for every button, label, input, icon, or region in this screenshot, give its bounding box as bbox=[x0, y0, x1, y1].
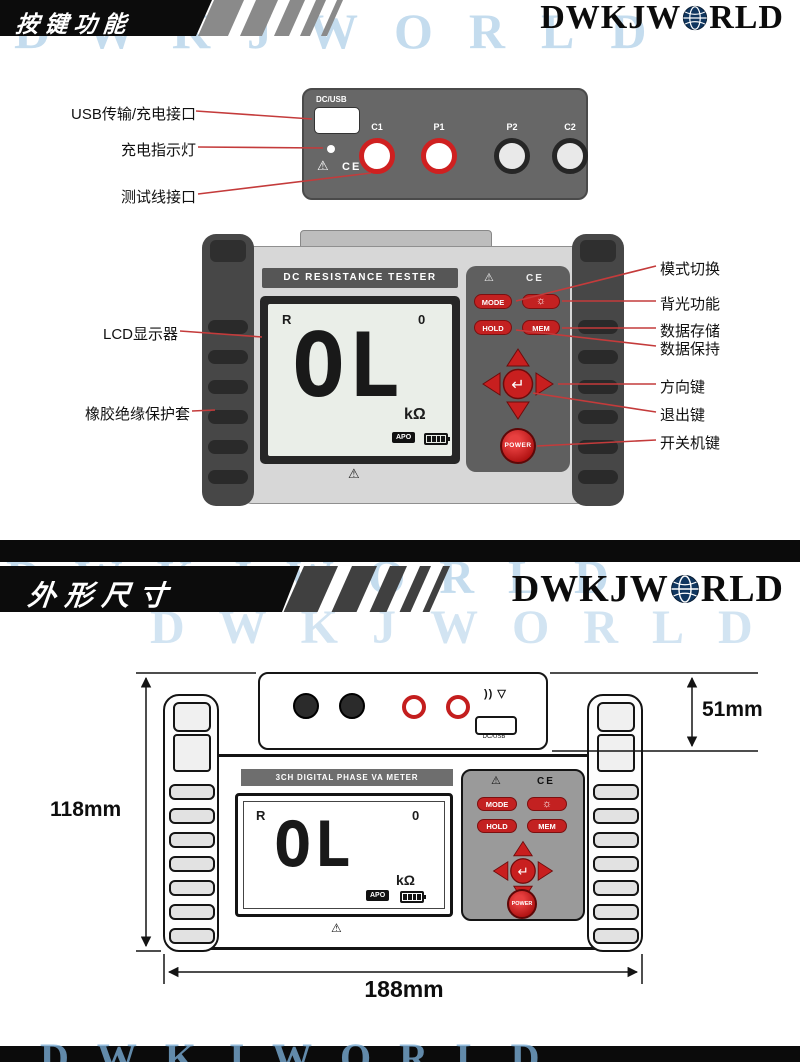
device1-keypad: ⚠ CE MODE ☼ HOLD MEM ↵ POWER bbox=[466, 266, 570, 472]
device2-right-rubber-sleeve bbox=[587, 694, 643, 952]
terminal-dark-2 bbox=[339, 693, 365, 719]
section-divider-bar bbox=[0, 540, 800, 562]
terminal-p1 bbox=[421, 138, 457, 174]
device2-keypad: ⚠ CE MODE ☼ HOLD MEM ↵ POWER bbox=[461, 769, 585, 921]
device1-title: DC RESISTANCE TESTER bbox=[262, 268, 458, 288]
top-panel-diagram: DC/USB ⚠ CE C1 P1 P2 C2 bbox=[302, 88, 588, 200]
device1-left-rubber-sleeve bbox=[202, 234, 254, 506]
device2-title: 3CH DIGITAL PHASE VA METER bbox=[241, 769, 453, 786]
brand-text-left: DWKJW bbox=[511, 568, 669, 610]
enter-key-glyph: ↵ bbox=[511, 375, 524, 394]
brand-text-right: RLD bbox=[700, 568, 784, 610]
keypad-warning-icon: ⚠ bbox=[491, 775, 501, 787]
bottom-bar bbox=[0, 1046, 800, 1062]
keypad-warning-icon: ⚠ bbox=[484, 272, 494, 284]
lcd-aux-value: 0 bbox=[418, 312, 426, 327]
hold-button: HOLD bbox=[477, 819, 517, 833]
panel-symbols: )) ▽ bbox=[484, 688, 507, 700]
lcd-main-reading: OL bbox=[292, 314, 402, 417]
mode-button: MODE bbox=[477, 797, 517, 811]
lcd-unit: kΩ bbox=[396, 872, 416, 888]
lcd-main-reading: OL bbox=[274, 808, 353, 881]
terminal-red-1 bbox=[402, 695, 426, 719]
power-button: POWER bbox=[507, 889, 537, 919]
callout-exit-key: 退出键 bbox=[660, 407, 706, 424]
usb-slot bbox=[475, 716, 517, 735]
device2-lcd: R 0 OL kΩ APO bbox=[235, 793, 453, 917]
power-button: POWER bbox=[500, 428, 536, 464]
section2-title: 外形尺寸 bbox=[26, 580, 178, 611]
lcd-mode-indicator: R bbox=[282, 312, 292, 327]
dimension-118mm: 118mm bbox=[50, 798, 122, 821]
device2-body: 3CH DIGITAL PHASE VA METER R 0 OL kΩ APO… bbox=[202, 754, 604, 950]
backlight-button: ☼ bbox=[522, 294, 560, 309]
device2-warning-icon: ⚠ bbox=[331, 921, 342, 935]
dimension-188mm: 188mm bbox=[364, 976, 444, 1002]
terminal-p2 bbox=[494, 138, 530, 174]
usb-slot-label: DC/USB bbox=[482, 734, 506, 740]
terminal-label-c2: C2 bbox=[564, 122, 576, 132]
lcd-apo-badge: APO bbox=[392, 432, 416, 443]
callout-lcd: LCD显示器 bbox=[102, 326, 178, 343]
brand-text-right: RLD bbox=[709, 0, 784, 36]
callout-data-hold: 数据保持 bbox=[660, 341, 721, 358]
device1-lcd: R 0 OL kΩ APO bbox=[260, 296, 460, 464]
battery-icon bbox=[424, 433, 450, 445]
callout-rubber-sleeve: 橡胶绝缘保护套 bbox=[84, 406, 190, 423]
terminal-label-c1: C1 bbox=[371, 122, 383, 132]
warning-icon: ⚠ bbox=[317, 158, 329, 173]
usb-port bbox=[314, 107, 360, 134]
lcd-mode-indicator: R bbox=[256, 808, 266, 823]
lcd-aux-value: 0 bbox=[412, 808, 420, 823]
terminal-label-p1: P1 bbox=[433, 122, 445, 132]
backlight-button: ☼ bbox=[527, 797, 567, 811]
terminal-dark-1 bbox=[293, 693, 319, 719]
callout-power-key: 开关机键 bbox=[660, 435, 721, 452]
terminal-label-p2: P2 bbox=[506, 122, 518, 132]
device1-warning-icon: ⚠ bbox=[348, 466, 360, 481]
lcd-apo-badge: APO bbox=[366, 890, 390, 901]
terminal-red-2 bbox=[446, 695, 470, 719]
lcd-unit: kΩ bbox=[404, 406, 426, 423]
charge-indicator-led bbox=[327, 145, 335, 153]
keypad-ce-mark: CE bbox=[526, 273, 544, 284]
enter-key-glyph: ↵ bbox=[517, 864, 528, 880]
mode-button: MODE bbox=[474, 294, 512, 309]
device2-left-rubber-sleeve bbox=[163, 694, 219, 952]
mem-button: MEM bbox=[527, 819, 567, 833]
callout-test-terminals: 测试线接口 bbox=[120, 189, 196, 206]
section1-title: 按键功能 bbox=[14, 11, 134, 37]
callout-charge-led: 充电指示灯 bbox=[120, 142, 196, 159]
device1-right-rubber-sleeve bbox=[572, 234, 624, 506]
globe-icon bbox=[670, 575, 699, 603]
callout-backlight: 背光功能 bbox=[660, 296, 721, 313]
callout-data-storage: 数据存储 bbox=[660, 323, 721, 340]
globe-icon bbox=[683, 5, 708, 31]
terminal-c1 bbox=[359, 138, 395, 174]
usb-port-label: DC/USB bbox=[316, 95, 347, 104]
battery-icon bbox=[400, 891, 426, 903]
direction-pad: ↵ bbox=[482, 348, 554, 420]
callout-mode-switch: 模式切换 bbox=[660, 261, 721, 278]
callout-direction-keys: 方向键 bbox=[660, 379, 706, 396]
keypad-ce-mark: CE bbox=[537, 776, 555, 787]
brand-logo-2: DWKJW RLD bbox=[512, 566, 784, 612]
device1-lcd-screen: R 0 OL kΩ APO bbox=[268, 304, 452, 456]
brand-logo: DWKJW RLD bbox=[540, 0, 784, 36]
brand-text-left: DWKJW bbox=[540, 0, 682, 36]
dimension-51mm: 51mm bbox=[702, 698, 763, 721]
ce-mark: CE bbox=[342, 161, 362, 173]
mem-button: MEM bbox=[522, 320, 560, 335]
device2-lcd-screen: R 0 OL kΩ APO bbox=[243, 801, 445, 909]
terminal-c2 bbox=[552, 138, 588, 174]
watermark-bottom: DWKJWORLD bbox=[40, 1035, 568, 1062]
section2-banner: 外形尺寸 bbox=[0, 566, 300, 612]
callout-usb-port: USB传输/充电接口 bbox=[70, 106, 196, 123]
section1-banner: 按键功能 bbox=[0, 0, 212, 36]
hold-button: HOLD bbox=[474, 320, 512, 335]
device2-top-panel: )) ▽ DC/USB bbox=[258, 672, 548, 750]
direction-pad: ↵ bbox=[492, 840, 554, 902]
